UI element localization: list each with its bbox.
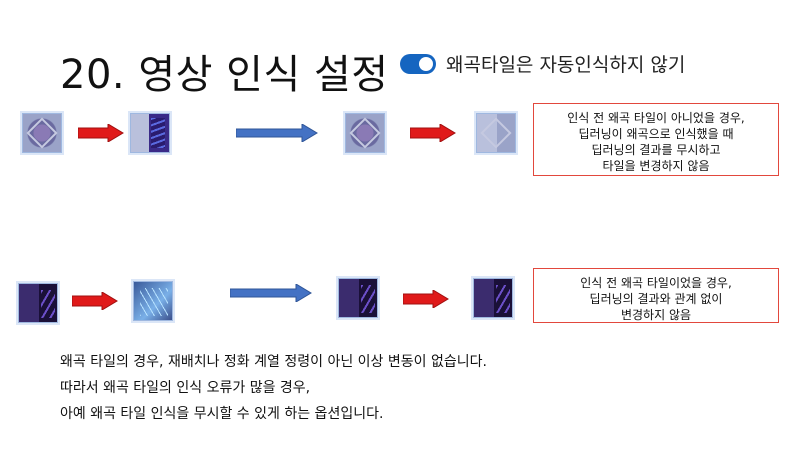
normal-tile-image bbox=[22, 113, 62, 153]
page-title: 20. 영상 인식 설정 bbox=[60, 52, 389, 98]
note-line: 타일을 변경하지 않음 bbox=[602, 159, 710, 173]
ignore-warped-tile-toggle[interactable] bbox=[400, 53, 436, 74]
note-line: 변경하지 않음 bbox=[620, 308, 692, 322]
warped-tile-image bbox=[473, 278, 513, 318]
red-arrow bbox=[72, 292, 118, 310]
row2-note-box: 인식 전 왜곡 타일이었을 경우, 딥러닝의 결과와 관계 없이 변경하지 않음 bbox=[533, 268, 779, 323]
description-line: 따라서 왜곡 타일의 인식 오류가 많을 경우, bbox=[60, 380, 311, 396]
warped-tile-image bbox=[130, 113, 170, 153]
ignore-warped-tile-setting[interactable]: 왜곡타일은 자동인식하지 않기 bbox=[400, 50, 685, 77]
red-arrow bbox=[403, 290, 449, 308]
red-arrow bbox=[78, 124, 124, 142]
warped-tile-image bbox=[18, 283, 58, 323]
note-line: 딥러닝의 결과와 관계 없이 bbox=[589, 292, 723, 306]
toggle-knob bbox=[419, 56, 433, 71]
ignore-warped-tile-label: 왜곡타일은 자동인식하지 않기 bbox=[446, 54, 686, 76]
normal-tile-image bbox=[476, 113, 516, 153]
red-arrow bbox=[410, 124, 456, 142]
blue-arrow bbox=[236, 124, 318, 142]
blue-arrow bbox=[230, 284, 312, 302]
note-line: 딥러닝이 왜곡으로 인식했을 때 bbox=[578, 127, 734, 141]
blue-tile-image bbox=[133, 281, 173, 321]
note-line: 딥러닝의 결과를 무시하고 bbox=[591, 143, 721, 157]
warped-tile-image bbox=[338, 278, 378, 318]
normal-tile-image bbox=[345, 113, 385, 153]
description-line: 아예 왜곡 타일 인식을 무시할 수 있게 하는 옵션입니다. bbox=[60, 406, 384, 422]
note-line: 인식 전 왜곡 타일이 아니었을 경우, bbox=[567, 111, 745, 125]
description-text: 왜곡 타일의 경우, 재배치나 정화 계열 정령이 아닌 이상 변동이 없습니다… bbox=[60, 349, 487, 427]
description-line: 왜곡 타일의 경우, 재배치나 정화 계열 정령이 아닌 이상 변동이 없습니다… bbox=[60, 354, 487, 370]
row1-note-box: 인식 전 왜곡 타일이 아니었을 경우, 딥러닝이 왜곡으로 인식했을 때 딥러… bbox=[533, 103, 779, 176]
note-line: 인식 전 왜곡 타일이었을 경우, bbox=[580, 276, 732, 290]
